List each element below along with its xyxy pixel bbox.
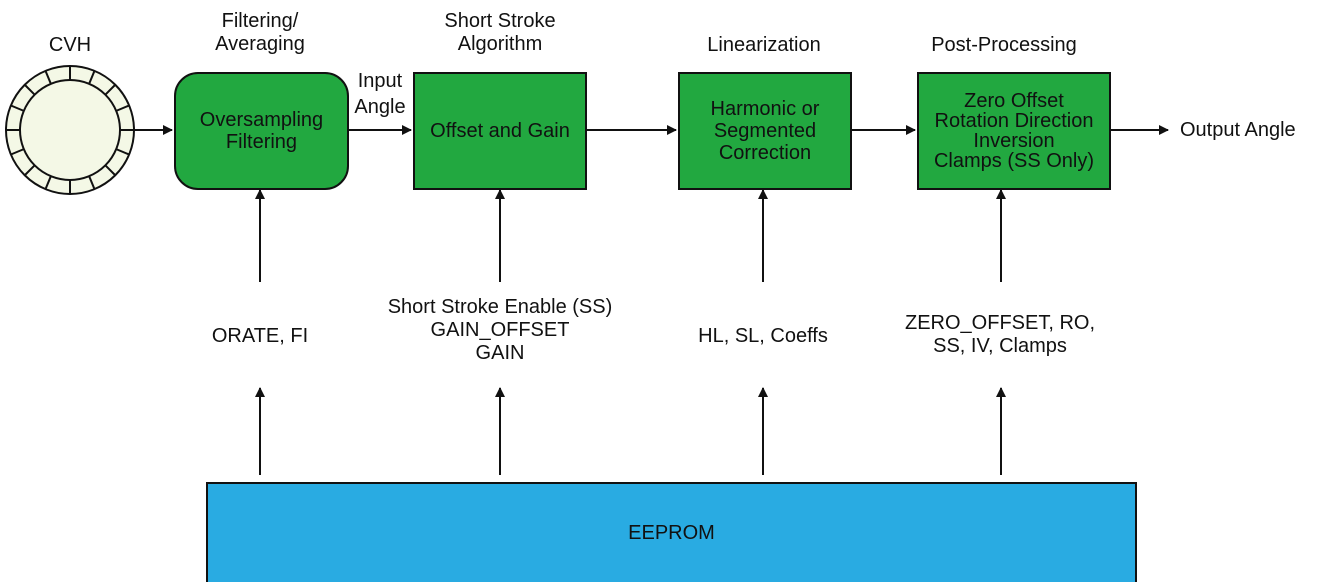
- signal-path-diagram: [5, 65, 1169, 475]
- params-filtering: ORATE, FI: [211, 325, 309, 347]
- stage-header-filtering: Filtering/Averaging: [215, 10, 305, 55]
- params-linearization: HL, SL, Coeffs: [698, 325, 828, 347]
- cvh-sensor-icon: [5, 65, 135, 195]
- cvh-ring-tick: [115, 104, 130, 112]
- cvh-ring-tick: [104, 84, 116, 96]
- stage-header-post-processing: Post-Processing: [931, 34, 1077, 56]
- cvh-ring-tick: [24, 164, 36, 176]
- stage-header-linearization: Linearization: [707, 34, 821, 56]
- cvh-ring-tick: [10, 148, 25, 156]
- params-post-processing: ZERO_OFFSET, RO,SS, IV, Clamps: [904, 312, 1096, 357]
- eeprom-block: EEPROM: [206, 482, 1137, 582]
- cvh-ring-tick: [44, 70, 52, 85]
- cvh-ring-tick: [104, 164, 116, 176]
- cvh-label: CVH: [48, 34, 92, 56]
- output-angle-label: Output Angle: [1180, 119, 1296, 141]
- cvh-ring-tick: [24, 84, 36, 96]
- cvh-ring-tick: [88, 175, 96, 190]
- cvh-ring-tick: [115, 148, 130, 156]
- offset-gain-block: Offset and Gain: [413, 72, 587, 190]
- eeprom-label: EEPROM: [628, 522, 715, 544]
- cvh-ring-tick: [88, 70, 96, 85]
- cvh-ring-tick: [44, 175, 52, 190]
- cvh-ring-tick: [10, 104, 25, 112]
